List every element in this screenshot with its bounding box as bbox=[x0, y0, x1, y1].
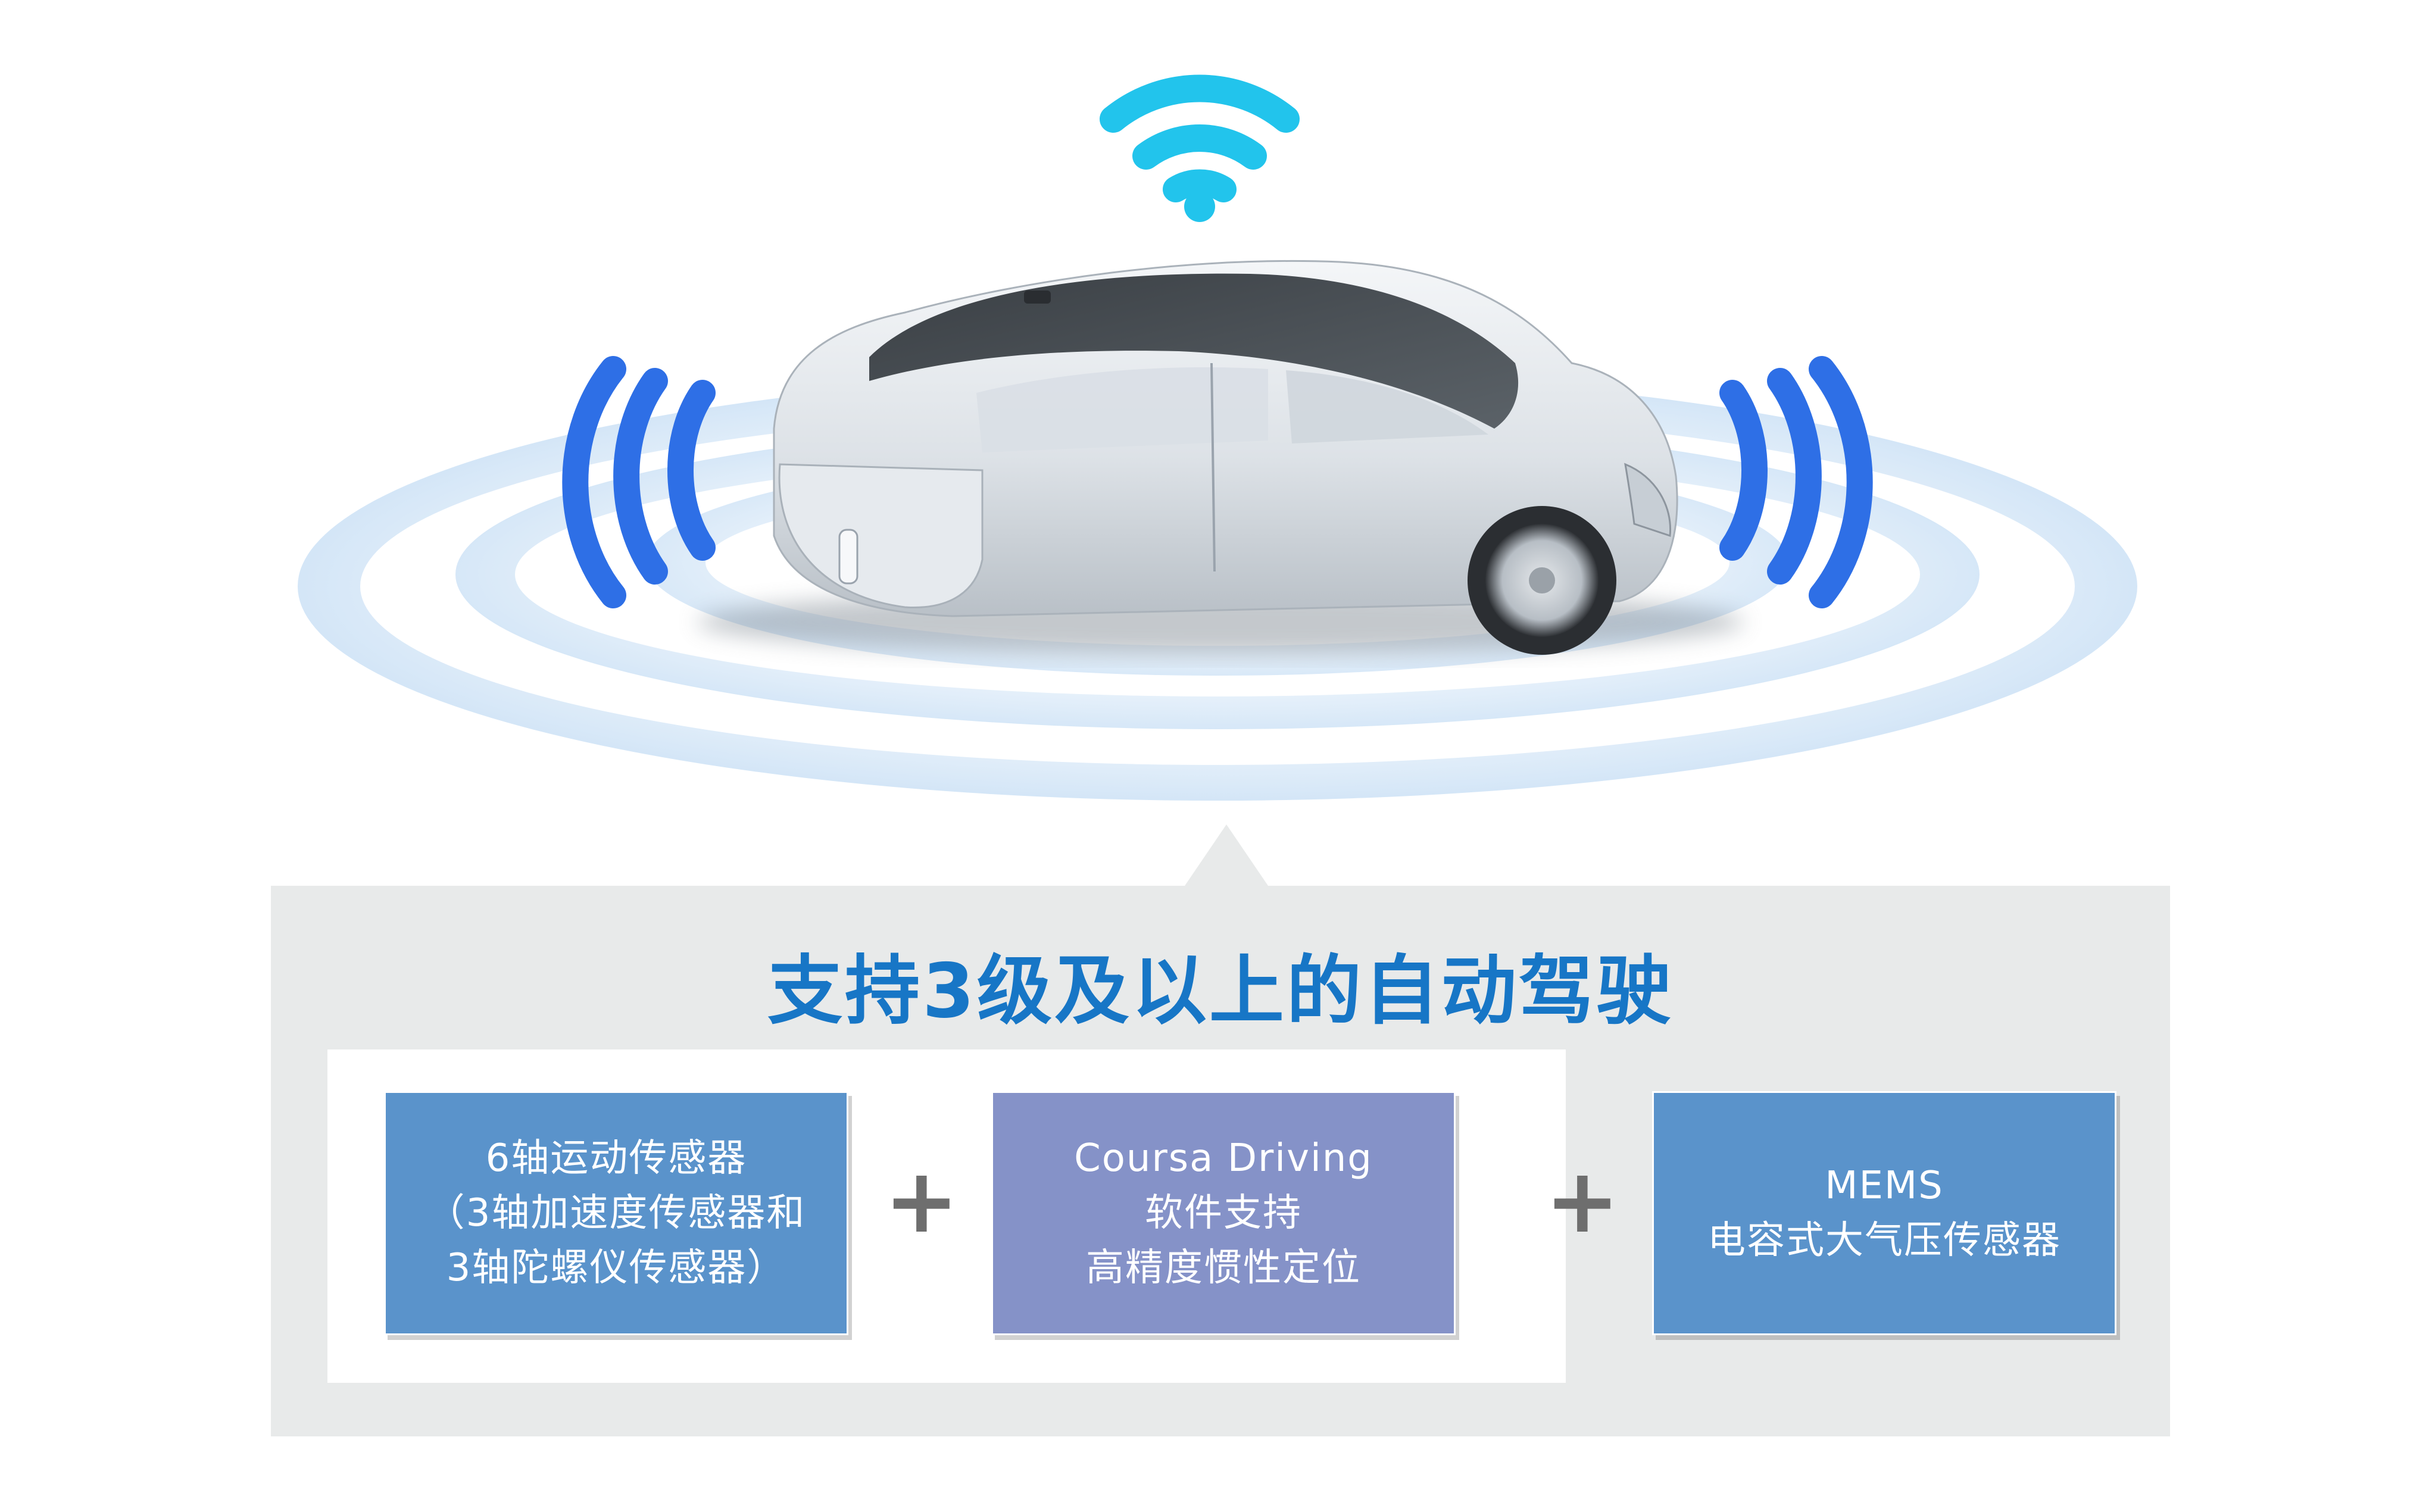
box-line: 3轴陀螺仪传感器） bbox=[446, 1246, 786, 1290]
box-line: （3轴加速度传感器和 bbox=[426, 1191, 806, 1235]
box-line: 软件支持 bbox=[1145, 1191, 1302, 1235]
motion-sensor-box: 6轴运动传感器 （3轴加速度传感器和 3轴陀螺仪传感器） bbox=[384, 1091, 848, 1335]
box-line: 6轴运动传感器 bbox=[485, 1136, 747, 1180]
box-line: MEMS bbox=[1825, 1164, 1944, 1208]
box-line: 高精度惯性定位 bbox=[1086, 1246, 1361, 1290]
software-box: Coursa Driving 软件支持 高精度惯性定位 bbox=[991, 1091, 1456, 1335]
plus-operator: + bbox=[884, 1149, 959, 1253]
signal-waves-right-icon bbox=[1719, 356, 1873, 608]
wifi-icon bbox=[1100, 74, 1300, 222]
pressure-sensor-box: MEMS 电容式大气压传感器 bbox=[1652, 1091, 2116, 1335]
box-line: 电容式大气压传感器 bbox=[1707, 1219, 2061, 1263]
box-line: Coursa Driving bbox=[1074, 1136, 1373, 1180]
car-scene bbox=[298, 74, 2137, 886]
plus-operator: + bbox=[1545, 1149, 1620, 1253]
panel-title: 支持3级及以上的自动驾驶 bbox=[767, 947, 1674, 1035]
signal-waves-left-icon bbox=[562, 356, 716, 608]
info-panel: 支持3级及以上的自动驾驶 6轴运动传感器 （3轴加速度传感器和 3轴陀螺仪传感器… bbox=[271, 886, 2170, 1436]
car-illustration bbox=[697, 260, 1744, 655]
